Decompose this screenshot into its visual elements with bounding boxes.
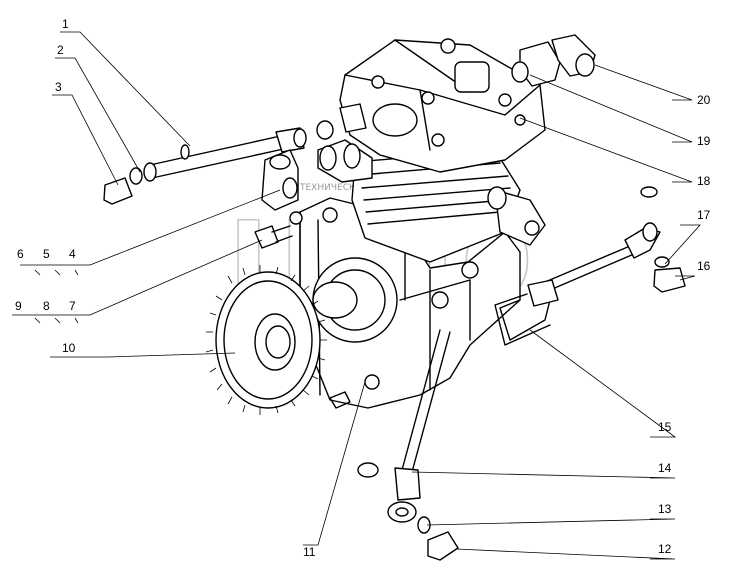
callout-15: 15 [658, 420, 672, 434]
callout-19: 19 [697, 134, 711, 148]
compressor-body [299, 38, 546, 409]
callout-labels: 1 2 3 4 5 6 7 8 9 10 11 12 13 14 15 16 1… [15, 17, 711, 559]
callout-12: 12 [658, 542, 672, 556]
callout-16: 16 [697, 259, 711, 273]
callout-6: 6 [17, 247, 24, 261]
callout-8: 8 [43, 299, 50, 313]
callout-14: 14 [658, 461, 672, 475]
callout-7: 7 [69, 299, 76, 313]
callout-10: 10 [62, 341, 76, 355]
elbow-fitting-top-right [511, 34, 596, 87]
callout-18: 18 [697, 174, 711, 188]
bolt-group-7-8-9 [254, 225, 293, 249]
pipe-assembly-bottom [357, 329, 459, 561]
callout-5: 5 [43, 247, 50, 261]
leader-lines [12, 31, 701, 560]
callout-11: 11 [303, 545, 316, 559]
callout-2: 2 [57, 43, 64, 57]
callout-13: 13 [658, 502, 672, 516]
pipe-assembly-top-left [103, 120, 334, 205]
pipe-assembly-right [494, 186, 686, 346]
callout-3: 3 [55, 80, 62, 94]
fitting-group-4-5-6 [261, 149, 303, 225]
callout-1: 1 [62, 17, 69, 31]
callout-20: 20 [697, 93, 711, 107]
drive-gear [205, 265, 327, 415]
callout-9: 9 [15, 299, 22, 313]
callout-4: 4 [69, 247, 76, 261]
callout-17: 17 [697, 208, 711, 222]
